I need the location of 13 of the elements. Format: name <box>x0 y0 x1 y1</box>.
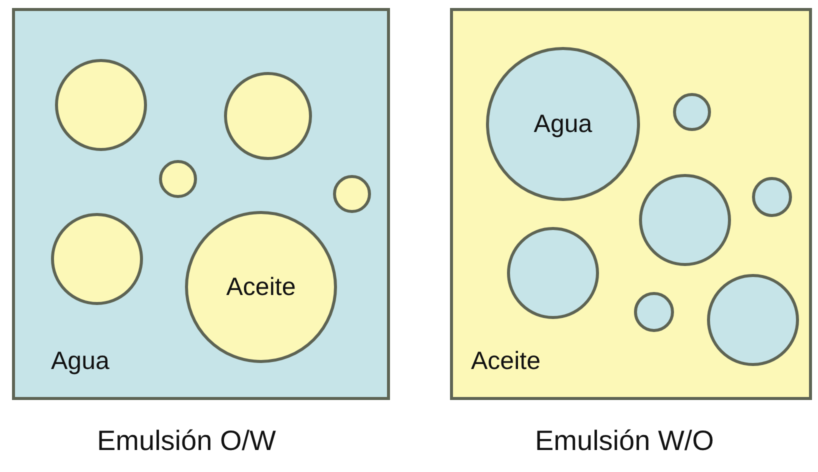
phase-label: Agua <box>51 347 110 376</box>
droplet-circle <box>159 160 197 198</box>
emulsion-panel <box>450 8 812 400</box>
droplet-circle <box>333 175 371 213</box>
droplet-circle <box>673 93 711 131</box>
phase-label: Aceite <box>471 347 540 376</box>
emulsion-panel <box>12 8 390 400</box>
droplet-circle: Aceite <box>185 211 337 363</box>
droplet-circle: Agua <box>486 47 640 201</box>
panel-label: Emulsión W/O <box>535 425 714 457</box>
droplet-circle <box>634 292 674 332</box>
droplet-circle <box>752 177 792 217</box>
panel-label: Emulsión O/W <box>97 425 276 457</box>
